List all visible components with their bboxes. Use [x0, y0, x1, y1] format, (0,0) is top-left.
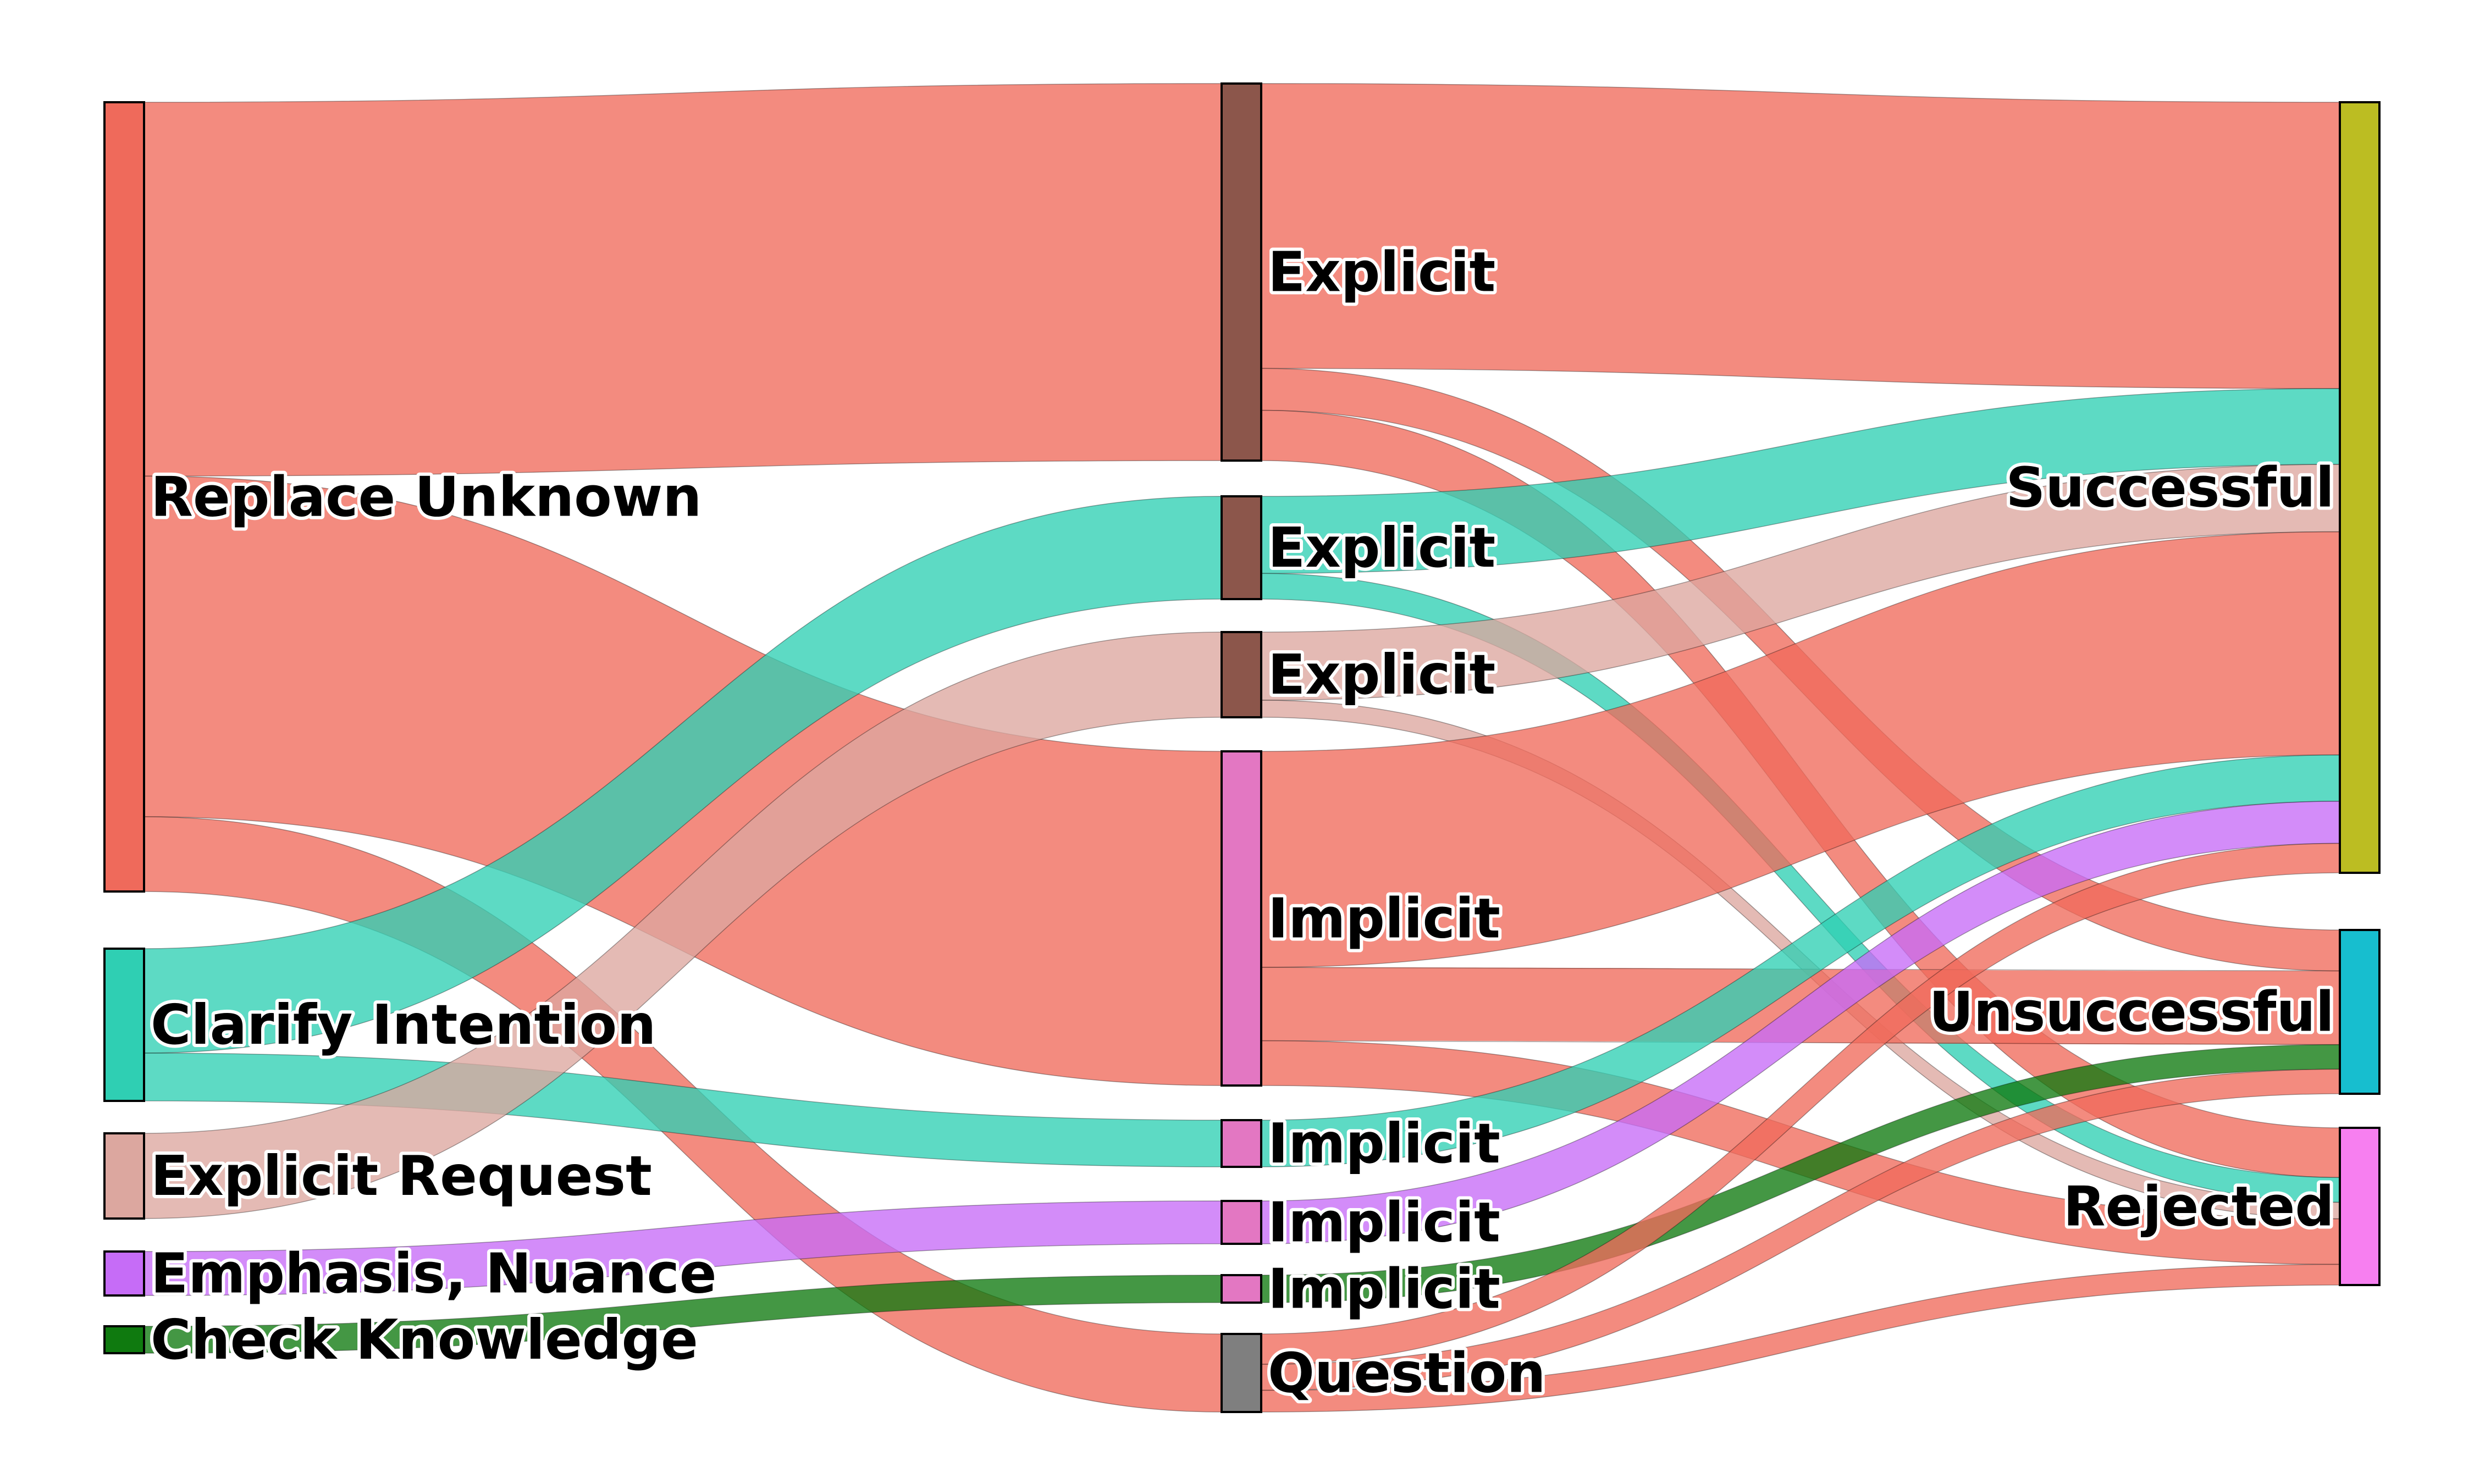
sankey-links [143, 83, 2340, 1413]
node-label-en: Emphasis, Nuance [151, 1242, 717, 1306]
node-im3 [1221, 1200, 1262, 1245]
node-label-ex2: Explicit [1268, 516, 1495, 580]
node-label-er: Explicit Request [151, 1144, 652, 1208]
node-q [1221, 1333, 1262, 1413]
node-label-ck: Check Knowledge [151, 1308, 698, 1372]
node-label-s: Successful [2006, 456, 2334, 520]
node-ex2 [1221, 495, 1262, 600]
node-label-ru: Replace Unknown [151, 465, 702, 529]
node-s [2339, 101, 2381, 874]
node-ex1 [1221, 82, 1262, 462]
node-label-q: Question [1268, 1341, 1546, 1405]
node-label-ex1: Explicit [1268, 240, 1495, 304]
node-ru [103, 101, 145, 893]
node-label-u: Unsuccessful [1929, 980, 2335, 1044]
node-label-im1: Implicit [1268, 887, 1500, 951]
node-label-r: Rejected [2063, 1175, 2334, 1239]
node-im1 [1221, 750, 1262, 1087]
node-label-im4: Implicit [1268, 1257, 1500, 1321]
node-u [2339, 929, 2381, 1095]
sankey-nodes [103, 82, 2381, 1413]
node-ck [103, 1325, 145, 1354]
node-im2 [1221, 1119, 1262, 1168]
link-ex1-to-s [1261, 83, 2340, 389]
node-ci [103, 948, 145, 1102]
node-ex3 [1221, 631, 1262, 718]
node-label-ex3: Explicit [1268, 643, 1495, 707]
link-ru-to-ex1 [143, 83, 1222, 477]
node-label-im3: Implicit [1268, 1190, 1500, 1255]
node-r [2339, 1127, 2381, 1286]
node-en [103, 1250, 145, 1297]
node-label-im2: Implicit [1268, 1111, 1500, 1176]
node-im4 [1221, 1274, 1262, 1304]
node-label-ci: Clarify Intention [151, 993, 656, 1057]
node-er [103, 1132, 145, 1220]
